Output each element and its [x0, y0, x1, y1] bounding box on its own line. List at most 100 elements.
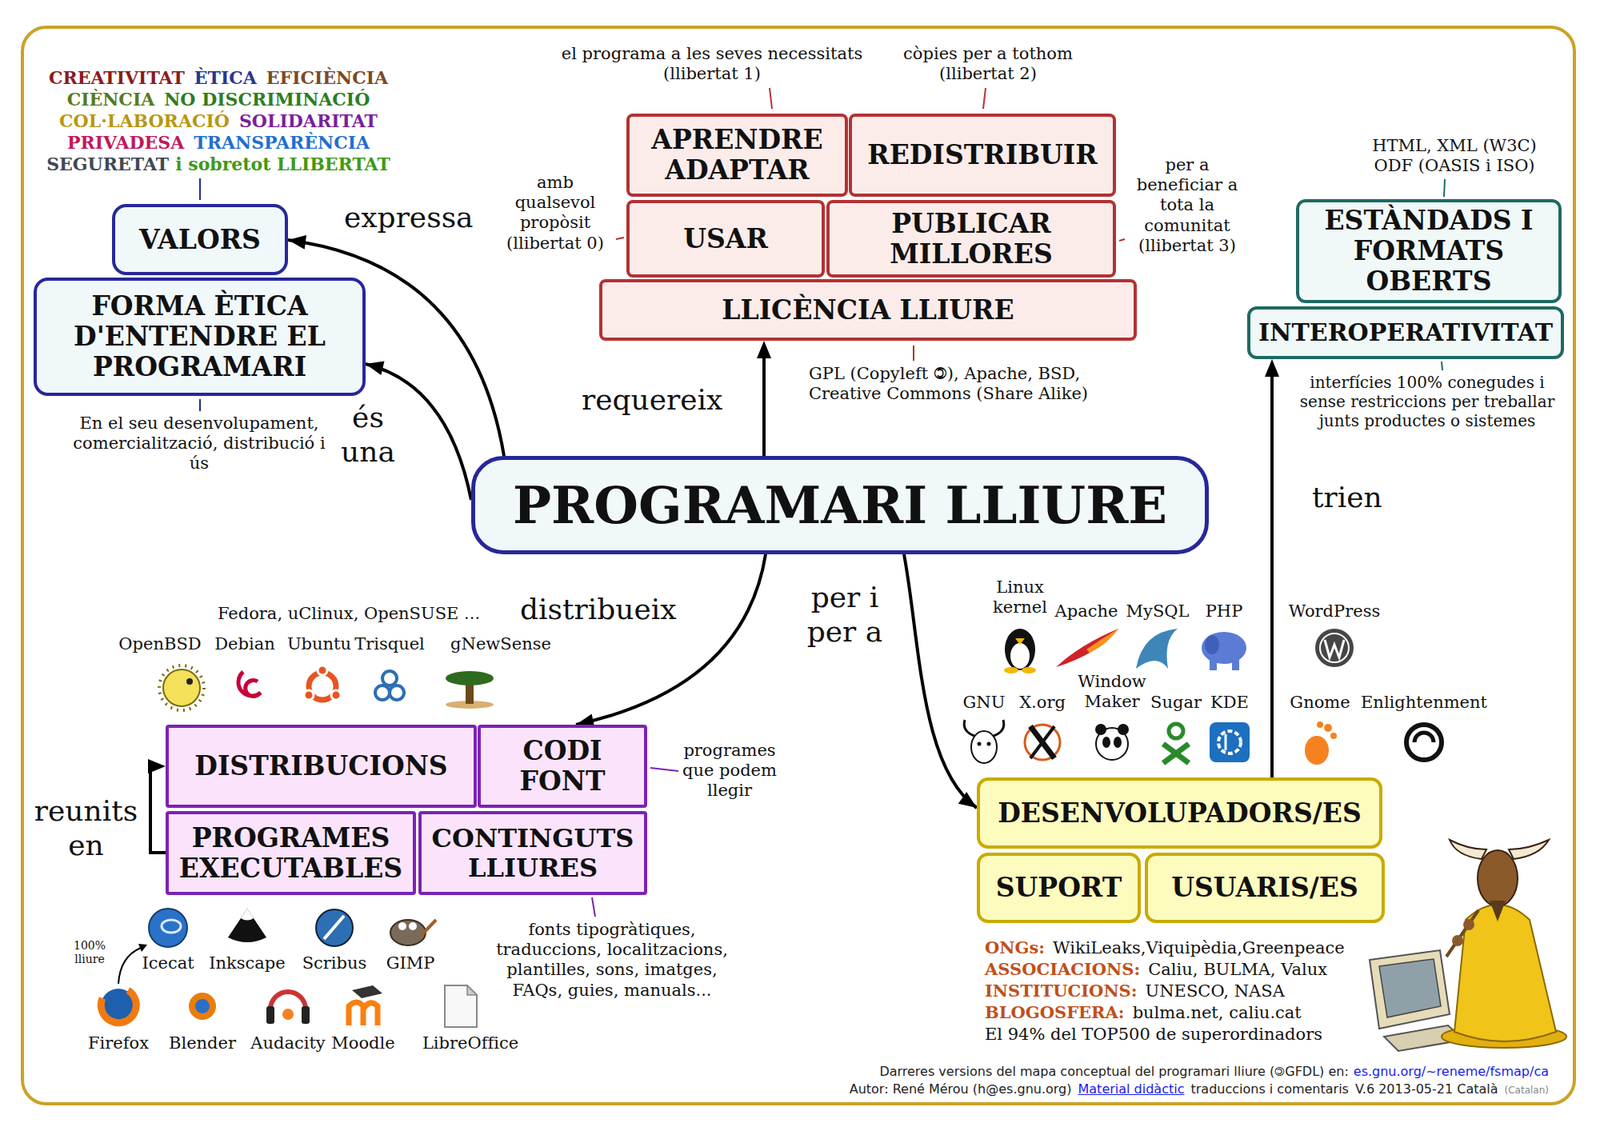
- scribus-icon: [316, 909, 353, 947]
- text-row: CREATIVITATÈTICAEFICIÈNCIA: [48, 67, 388, 88]
- windowmaker-panda-icon: [1117, 724, 1129, 736]
- concept-box: SUPORT: [976, 852, 1141, 924]
- project-name: PHP: [1205, 601, 1244, 622]
- concept-box: PUBLICAR MILLORES: [826, 200, 1116, 278]
- gnu-head-icon: [977, 742, 982, 747]
- app-name: Scribus: [302, 953, 368, 974]
- audacity-icon: [266, 1006, 275, 1024]
- linux-penguin-icon: [1015, 638, 1025, 645]
- box-label: INTEROPERATIVITAT: [1258, 319, 1553, 348]
- linux-penguin-icon: [1004, 667, 1019, 674]
- org-list: bulma.net, caliu.cat: [1132, 1003, 1302, 1024]
- box-label: USAR: [683, 224, 768, 255]
- concept-box: FORMA ÈTICA D'ENTENDRE EL PROGRAMARI: [33, 277, 366, 396]
- distro-name: Ubuntu: [287, 634, 352, 655]
- gnu-illustration: [1463, 919, 1475, 931]
- libreoffice-icon: [444, 985, 477, 1028]
- moodle-icon: [352, 985, 383, 999]
- firefox-icon: [100, 990, 136, 1024]
- distro-name: Debian: [214, 634, 275, 655]
- enlightenment-icon: [1414, 732, 1434, 743]
- connector-line: [150, 766, 166, 853]
- ubuntu-icon: [331, 690, 341, 700]
- ubuntu-icon: [317, 665, 328, 676]
- php-elephant-icon: [1201, 632, 1247, 664]
- leader-line: [199, 399, 201, 412]
- gnome-foot-icon: [1330, 732, 1337, 740]
- project-name: Window Maker: [1072, 672, 1152, 712]
- app-name: GIMP: [386, 953, 436, 974]
- concept-box: INTEROPERATIVITAT: [1247, 306, 1564, 360]
- concept-box: REDISTRIBUIR: [848, 113, 1116, 197]
- concept-box: USAR: [626, 200, 825, 278]
- app-name: Moodle: [331, 1033, 395, 1054]
- text-row: ASSOCIACIONS:Caliu, BULMA, Valux: [984, 959, 1328, 980]
- php-elephant-icon: [1232, 657, 1240, 671]
- leader-line: [616, 237, 624, 240]
- leader-line: [769, 88, 772, 109]
- text-row: Autor: René Mérou (h@es.gnu.org)Material…: [849, 1081, 1549, 1097]
- arrowhead: [365, 360, 385, 376]
- annotation: 100% lliure: [65, 939, 114, 967]
- box-label: PROGRAMARI LLIURE: [512, 476, 1168, 536]
- license-list: GPL (Copyleft 🄯), Apache, BSD, Creative …: [808, 364, 1145, 404]
- concept-box: USUARIS/ES: [1144, 852, 1385, 924]
- connector-line: [576, 554, 766, 725]
- blender-icon: [192, 996, 213, 1017]
- icecat-icon: [148, 908, 188, 948]
- libreoffice-icon: [467, 985, 477, 996]
- kde-icon: [1224, 734, 1228, 751]
- app-name: Blender: [168, 1033, 236, 1054]
- ubuntu-icon: [304, 690, 314, 700]
- concept-box: LLICÈNCIA LLIURE: [599, 279, 1137, 341]
- footer-link: es.gnu.org/~reneme/fsmap/ca: [1353, 1064, 1549, 1080]
- annotation: fonts tipogràtiques, traduccions, locali…: [480, 920, 744, 1001]
- gnu-illustration: [1452, 935, 1464, 947]
- app-name: LibreOffice: [422, 1033, 519, 1054]
- edge-label: per i per a: [800, 580, 890, 649]
- trisquel-icon: [382, 671, 397, 686]
- box-label: CODI FONT: [488, 736, 636, 797]
- gnu-head-icon: [987, 742, 992, 747]
- project-name: X.org: [1019, 692, 1066, 713]
- text-row: COL·LABORACIÓSOLIDARITAT: [59, 110, 378, 132]
- distro-name: Fedora, uClinux, OpenSUSE ...: [217, 604, 480, 624]
- concept-box: CONTINGUTS LLIURES: [418, 811, 648, 896]
- text-row: SEGURETATi sobretot LLIBERTAT: [46, 153, 391, 175]
- gnu-illustration: [1508, 840, 1549, 860]
- xorg-icon: [1030, 726, 1055, 759]
- app-name: Icecat: [141, 953, 194, 974]
- inkscape-icon: [228, 908, 267, 943]
- distro-name: Trisquel: [354, 634, 425, 655]
- standards-list: HTML, XML (W3C) ODF (OASIS i ISO): [1354, 136, 1555, 176]
- connector-line: [762, 352, 766, 456]
- box-label: REDISTRIBUIR: [867, 140, 1097, 171]
- sugar-icon: [1163, 744, 1189, 764]
- value-word: CREATIVITAT: [48, 67, 185, 88]
- concept-box: DESENVOLUPADORS/ES: [976, 777, 1383, 849]
- concept-box: CODI FONT: [477, 724, 648, 808]
- distro-name: gNewSense: [450, 634, 552, 655]
- project-name: MySQL: [1126, 601, 1190, 622]
- project-name: KDE: [1210, 692, 1249, 713]
- wordpress-icon: [1320, 633, 1349, 663]
- php-elephant-icon: [1209, 657, 1217, 671]
- value-word: SOLIDARITAT: [239, 110, 378, 132]
- apache-feather-icon: [1056, 628, 1119, 668]
- project-name: Gnome: [1289, 692, 1350, 713]
- concept-box: PROGRAMES EXECUTABLES: [165, 811, 416, 896]
- text-row: PRIVADESATRANSPARÈNCIA: [67, 132, 370, 153]
- box-label: VALORS: [139, 224, 261, 256]
- gimp-icon: [408, 922, 417, 931]
- freedom-note: amb qualsevol propòsit (llibertat 0): [499, 172, 612, 254]
- box-label: DESENVOLUPADORS/ES: [997, 798, 1362, 829]
- windowmaker-panda-icon: [1102, 736, 1111, 748]
- leader-line: [1119, 239, 1125, 241]
- windowmaker-panda-icon: [1113, 736, 1122, 748]
- edge-label: reunits en: [32, 793, 140, 863]
- footer-note: Autor: René Mérou (h@es.gnu.org): [849, 1081, 1072, 1097]
- edge-label: expressa: [344, 200, 474, 235]
- box-label: APRENDRE ADAPTAR: [637, 124, 837, 186]
- openbsd-icon: [186, 678, 193, 685]
- edge-label: trien: [1312, 480, 1383, 515]
